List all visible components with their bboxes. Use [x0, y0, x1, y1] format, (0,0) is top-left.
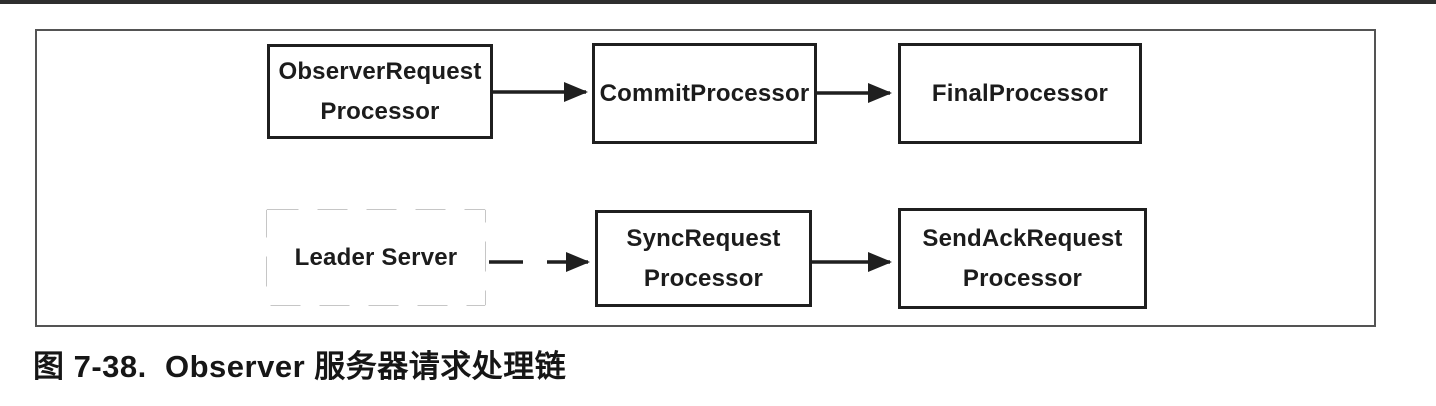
page-scan-top-strip [0, 0, 1436, 4]
node-leader-server: Leader Server [267, 210, 485, 305]
node-commit-processor: CommitProcessor [592, 43, 817, 144]
node-label: FinalProcessor [931, 79, 1109, 107]
node-final-processor: FinalProcessor [898, 43, 1142, 144]
node-label-line: Processor [962, 264, 1083, 292]
node-label: Leader Server [294, 243, 458, 271]
node-label-line: SendAckRequest [922, 224, 1123, 252]
node-label-line: SyncRequest [626, 224, 781, 252]
node-observer-request-processor: ObserverRequest Processor [267, 44, 493, 139]
node-label-line: Processor [320, 97, 440, 125]
node-label-line: ObserverRequest [278, 57, 482, 85]
node-sync-request-processor: SyncRequest Processor [595, 210, 812, 307]
node-label-line: Processor [643, 264, 764, 292]
figure-caption: 图 7-38. Observer 服务器请求处理链 [33, 349, 567, 384]
node-label: CommitProcessor [599, 79, 810, 107]
node-send-ack-request-processor: SendAckRequest Processor [898, 208, 1147, 309]
